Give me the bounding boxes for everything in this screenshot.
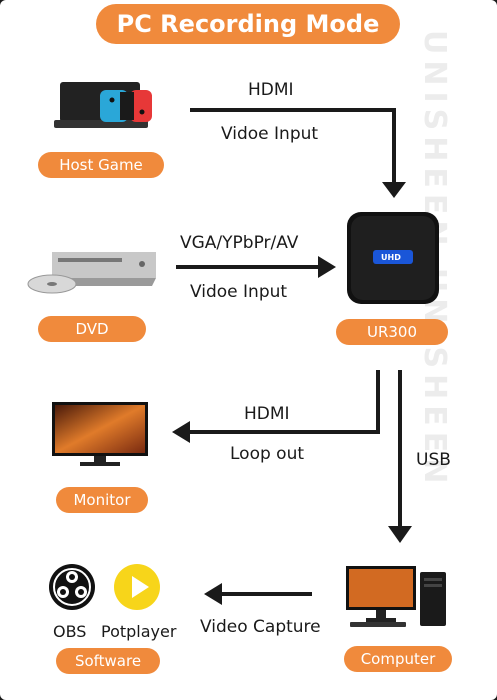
obs-label: OBS	[53, 622, 87, 641]
monitor-icon	[52, 402, 148, 466]
arrowhead-hdmi	[382, 182, 406, 198]
potplayer-icon	[114, 564, 160, 610]
ur300-label: UR300	[336, 319, 448, 345]
label-hdmi-loop: HDMI	[244, 404, 290, 424]
capture-box-logo: UHD	[381, 253, 401, 262]
arrowhead-capture	[204, 583, 222, 605]
host-game-label: Host Game	[38, 152, 164, 178]
computer-icon	[346, 566, 446, 627]
computer-label: Computer	[344, 646, 452, 672]
arrowhead-usb	[388, 526, 412, 543]
game-console-icon	[54, 82, 152, 128]
capture-box-icon	[347, 212, 439, 304]
obs-icon	[49, 564, 95, 610]
arrowhead-loop	[172, 421, 190, 443]
label-video-input-2: Vidoe Input	[190, 282, 288, 302]
label-vga: VGA/YPbPr/AV	[180, 233, 299, 253]
dvd-player-icon	[27, 252, 156, 294]
label-video-capture: Video Capture	[200, 617, 321, 637]
potplayer-label: Potplayer	[101, 622, 177, 641]
label-video-input-1: Vidoe Input	[221, 124, 319, 144]
arrow-loop-out	[186, 370, 380, 434]
software-label: Software	[56, 648, 160, 674]
arrow-hdmi-input	[190, 108, 396, 186]
label-usb: USB	[416, 450, 451, 470]
label-loop-out: Loop out	[230, 444, 305, 464]
monitor-label: Monitor	[56, 487, 148, 513]
label-hdmi-input: HDMI	[248, 80, 294, 100]
page-title: PC Recording Mode	[96, 4, 400, 44]
dvd-label: DVD	[38, 316, 146, 342]
arrowhead-vga	[318, 256, 336, 278]
